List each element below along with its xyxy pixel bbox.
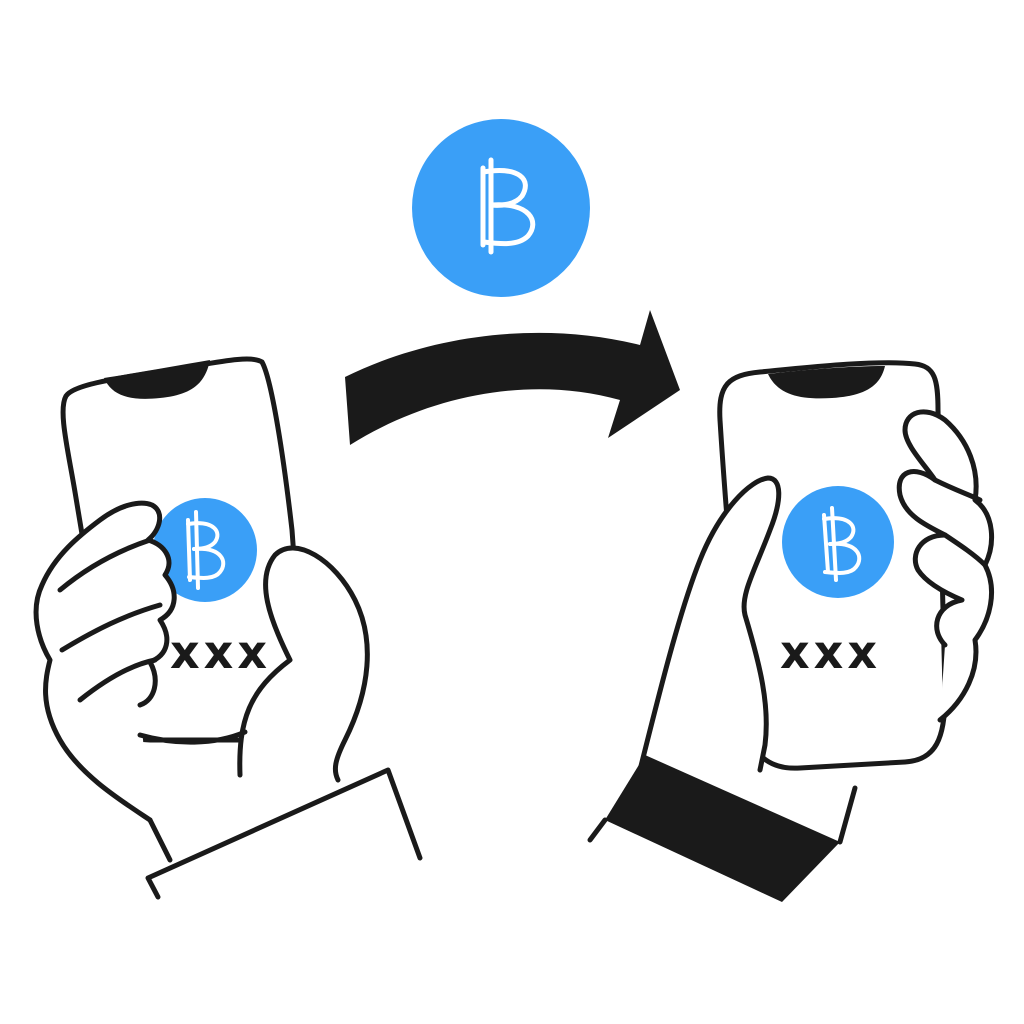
sleeve-icon <box>605 755 840 902</box>
baht-coin-icon <box>782 486 894 598</box>
sleeve-icon <box>145 767 423 900</box>
receiver-group: xxx <box>587 360 995 902</box>
hand-icon <box>637 475 782 773</box>
baht-coin-icon <box>153 498 257 602</box>
sender-amount-text: xxx <box>170 625 271 679</box>
sender-group: xxx <box>33 356 423 900</box>
receiver-amount-text: xxx <box>780 625 881 679</box>
transfer-arrow-icon <box>345 310 680 445</box>
baht-coin-icon <box>412 119 590 297</box>
